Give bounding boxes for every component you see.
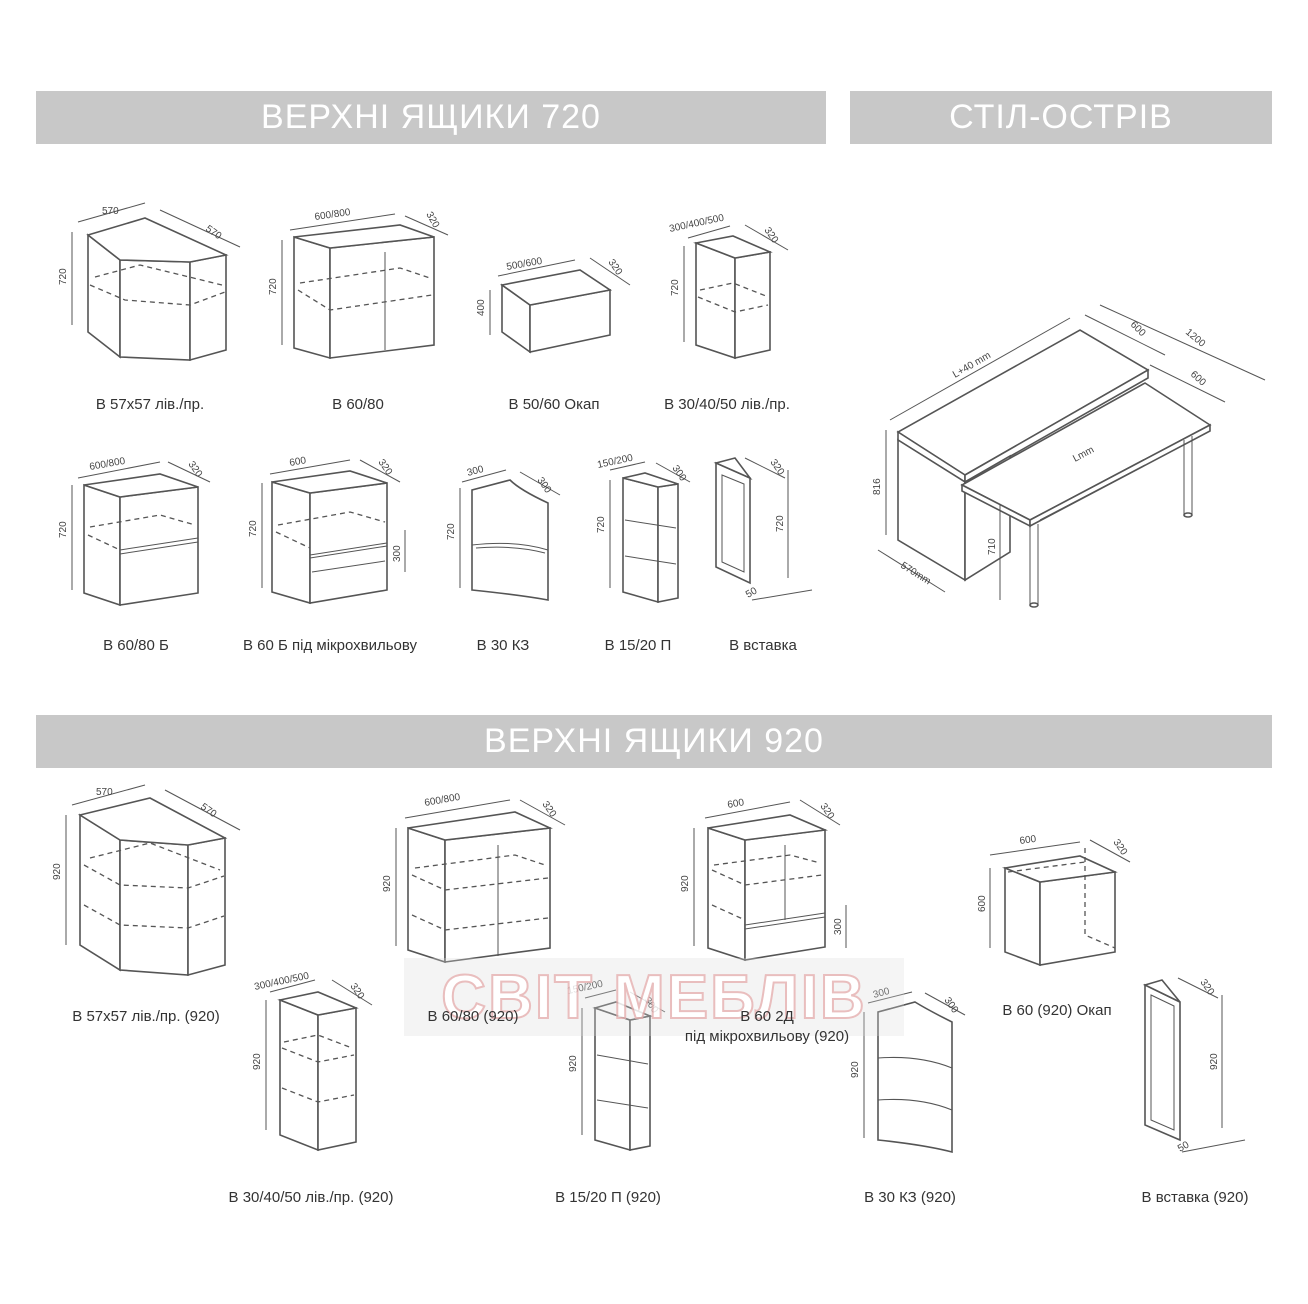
section-header-upper-720: ВЕРХНІ ЯЩИКИ 720: [36, 91, 826, 144]
dim-label: 720: [670, 279, 681, 296]
dim-label: 920: [850, 1061, 861, 1078]
dim-label: 320: [423, 210, 441, 230]
caption-b60-b-microwave: В 60 Б під мікрохвильову: [242, 637, 418, 654]
cabinet-15-20-open-shelf-920: 920 150/200 300: [566, 979, 666, 1152]
cabinet-60-b-microwave: 720 600 320 300: [248, 455, 406, 605]
dim-label: 920: [252, 1053, 263, 1070]
caption-b30-kz-920: В 30 КЗ (920): [864, 1189, 956, 1206]
dim-label: 720: [58, 521, 69, 538]
dim-label: 720: [775, 515, 786, 532]
section-header-upper-920: ВЕРХНІ ЯЩИКИ 920: [36, 715, 1272, 768]
dim-label: 570: [102, 206, 119, 217]
dim-label: 300: [833, 918, 844, 935]
cabinet-60-2d-microwave-920: 920 600 320 300: [680, 797, 847, 962]
dim-label: 710: [987, 538, 998, 555]
dim-label: 720: [596, 516, 607, 533]
dim-label: 320: [1198, 977, 1217, 997]
dim-label: 300: [942, 995, 961, 1015]
dim-label: 300: [872, 986, 891, 1001]
dim-label: 50: [1176, 1139, 1192, 1154]
dim-label: 600: [977, 895, 988, 912]
dim-label: 720: [58, 268, 69, 285]
caption-b60-920-okap: В 60 (920) Окап: [1002, 1002, 1112, 1019]
cabinet-insert-panel: 720 320 50: [713, 457, 813, 601]
caption-b57x57: В 57х57 лів./пр.: [95, 396, 205, 413]
dim-label: 816: [872, 478, 883, 495]
dim-label: 320: [1111, 837, 1130, 857]
dim-label: 320: [186, 459, 205, 479]
dim-label: 600/800: [314, 207, 352, 223]
cabinet-50-60-hood: 400 500/600 320: [476, 256, 631, 354]
dim-label: 920: [568, 1055, 579, 1072]
dim-label: 600: [289, 455, 308, 469]
dim-label: 400: [476, 299, 487, 316]
caption-b15-20-p: В 15/20 П: [604, 637, 672, 654]
cabinet-insert-panel-920: 920 320 50: [1142, 977, 1246, 1155]
dim-label: 920: [1209, 1053, 1220, 1070]
dim-label: 300: [466, 464, 485, 479]
dim-label: 320: [606, 257, 625, 277]
cabinet-corner-57x57-920: 920 570 570: [52, 784, 241, 977]
dim-label: 1200: [1183, 327, 1207, 350]
dim-label: 320: [818, 801, 837, 821]
dim-label: 320: [348, 981, 367, 1001]
dim-label: 720: [248, 520, 259, 537]
caption-b15-20-p-920: В 15/20 П (920): [555, 1189, 661, 1206]
caption-b57x57-920: В 57х57 лів./пр. (920): [72, 1008, 220, 1025]
cabinet-60-80: 720 600/800 320: [268, 207, 449, 360]
section-header-island: СТІЛ-ОСТРІВ: [850, 91, 1272, 144]
dim-label: 320: [768, 457, 787, 477]
caption-b30-40-50-920: В 30/40/50 лів./пр. (920): [228, 1189, 394, 1206]
cabinet-30-40-50-920: 920 300/400/500 320: [252, 971, 373, 1152]
caption-b60-80-b: В 60/80 Б: [103, 637, 169, 654]
caption-b60-2d: В 60 2Д: [740, 1008, 794, 1025]
caption-b60-80-920: В 60/80 (920): [427, 1008, 519, 1025]
dim-label: 720: [268, 278, 279, 295]
cabinet-30-kz-corner-shelf: 720 300 300: [446, 464, 561, 601]
dim-label: 320: [540, 799, 559, 819]
caption-b-insert: В вставка: [729, 637, 797, 654]
dim-label: 320: [376, 457, 395, 477]
caption-b50-60-okap: В 50/60 Окап: [508, 396, 600, 413]
dim-label: 720: [446, 523, 457, 540]
watermark-logo: СВІТ МЕБЛІВ: [404, 958, 904, 1036]
dim-label: 150/200: [596, 453, 634, 471]
dim-label: 300/400/500: [668, 213, 725, 235]
cabinet-30-40-50: 720 300/400/500 320: [668, 213, 789, 360]
cabinet-30-kz-corner-shelf-920: 920 300 300: [850, 986, 966, 1154]
dim-label: 600: [727, 797, 746, 811]
dim-label: 300: [392, 545, 403, 562]
dim-label: 600/800: [424, 792, 462, 809]
dim-label: 920: [52, 863, 63, 880]
dim-label: 920: [382, 875, 393, 892]
dim-label: 320: [762, 225, 781, 245]
dim-label: 570mm: [898, 560, 932, 587]
island-table: 816 710 570mm L+40 mm 600 1200 600 Lmm: [872, 304, 1266, 608]
cabinet-60-80-b: 720 600/800 320: [58, 456, 211, 607]
dim-label: 300/400/500: [253, 971, 310, 993]
caption-b30-kz: В 30 КЗ: [476, 637, 530, 654]
caption-b-insert-920: В вставка (920): [1141, 1189, 1249, 1206]
cabinet-60-80-920: 920 600/800 320: [382, 792, 566, 964]
caption-b60-80: В 60/80: [332, 396, 384, 413]
dim-label: 50: [744, 585, 760, 600]
cabinet-15-20-open-shelf: 720 150/200 300: [596, 453, 691, 604]
cabinet-60-920-hood: 600 600 320: [977, 834, 1131, 967]
caption-b60-2d-microwave: під мікрохвильову (920): [684, 1028, 850, 1045]
dim-label: 570: [96, 787, 113, 798]
dim-label: 300: [670, 463, 689, 483]
dim-label: 600: [1019, 834, 1037, 847]
cabinet-corner-57x57: 720 570 570: [58, 202, 241, 362]
dim-label: 570: [203, 223, 223, 242]
dim-label: 920: [680, 875, 691, 892]
dim-label: 300: [535, 475, 554, 495]
caption-b30-40-50: В 30/40/50 лів./пр.: [664, 396, 790, 413]
dim-label: 600/800: [89, 456, 127, 473]
